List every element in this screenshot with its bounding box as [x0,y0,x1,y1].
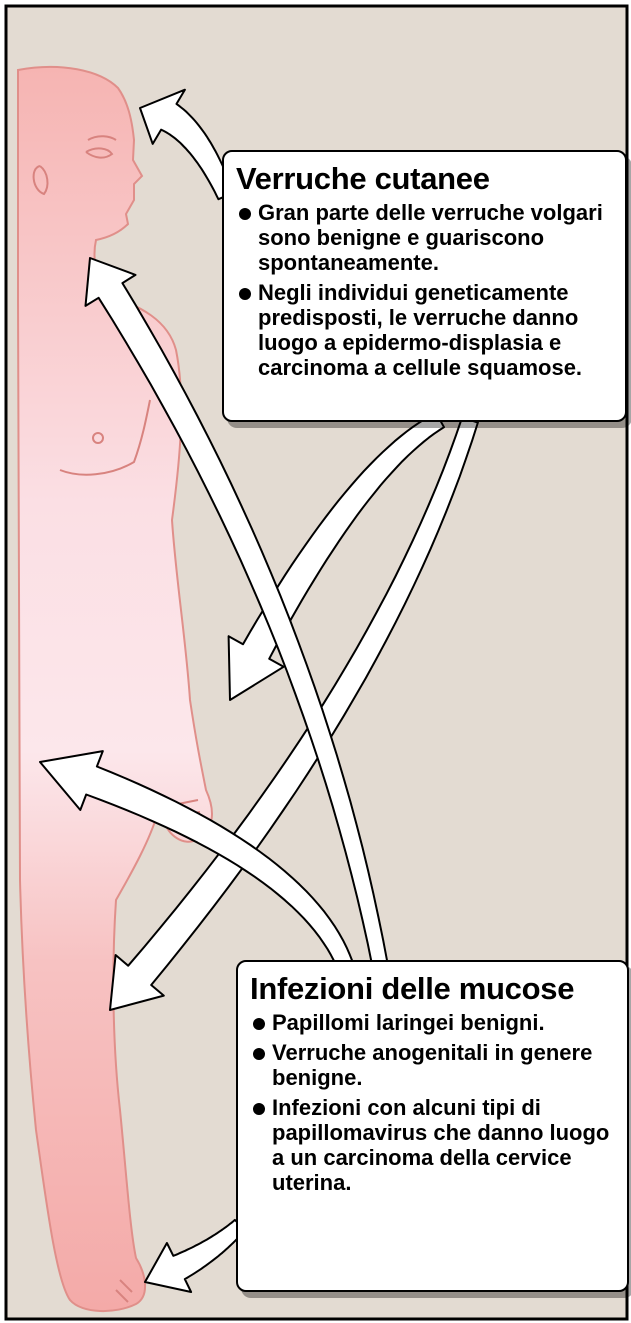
bullet-item: Infezioni con alcuni tipi di papillomavi… [250,1095,615,1195]
callout-verruche-cutanee: Verruche cutanee Gran parte delle verruc… [222,150,627,422]
callout-infezioni-mucose: Infezioni delle mucose Papillomi laringe… [236,960,629,1292]
callout-title: Infezioni delle mucose [250,972,615,1006]
bullet-text: Infezioni con alcuni tipi di papillomavi… [272,1095,609,1195]
bullet-item: Verruche anogenitali in genere benigne. [250,1040,615,1090]
callout-title: Verruche cutanee [236,162,613,196]
bullet-icon [253,1048,265,1060]
bullet-icon [253,1103,265,1115]
bullet-item: Papillomi laringei benigni. [250,1010,615,1035]
bullet-icon [239,208,251,220]
bullet-list: Gran parte delle verruche volgari sono b… [236,200,613,380]
bullet-list: Papillomi laringei benigni. Verruche ano… [250,1010,615,1195]
bullet-text: Gran parte delle verruche volgari sono b… [258,200,603,275]
bullet-item: Gran parte delle verruche volgari sono b… [236,200,613,275]
bullet-item: Negli individui geneticamente predispost… [236,280,613,380]
bullet-icon [253,1018,265,1030]
bullet-text: Papillomi laringei benigni. [272,1010,545,1035]
bullet-text: Verruche anogenitali in genere benigne. [272,1040,592,1090]
bullet-text: Negli individui geneticamente predispost… [258,280,582,380]
bullet-icon [239,288,251,300]
